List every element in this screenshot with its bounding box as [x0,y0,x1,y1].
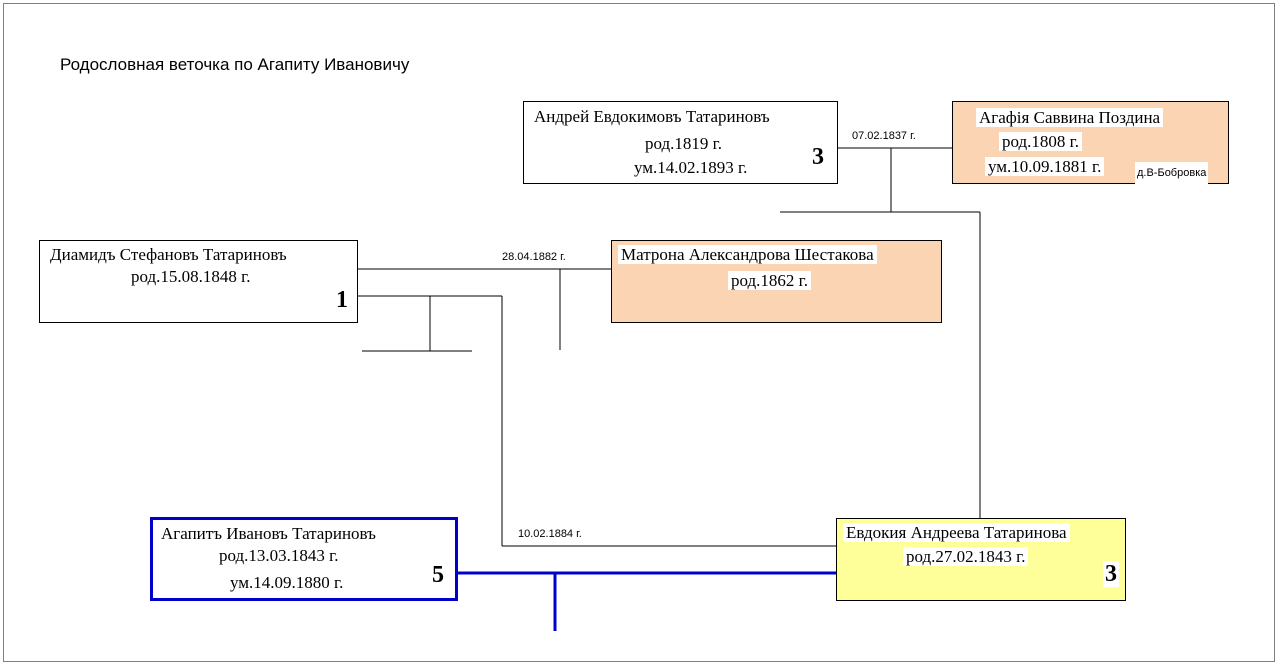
person-name: Агапитъ Ивановъ Татариновъ [161,524,376,543]
person-name: Диамидъ Стефановъ Татариновъ [50,245,287,264]
marriage-date-diamid-evdokia: 10.02.1884 г. [518,528,582,540]
person-birth: род.1862 г. [728,271,811,290]
person-box-agapit[interactable]: Агапитъ Ивановъ Татариновъ род.13.03.184… [150,517,458,601]
person-box-diamid[interactable]: Диамидъ Стефановъ Татариновъ род.15.08.1… [39,240,358,323]
person-box-evdokia[interactable]: Евдокия Андреева Татаринова род.27.02.18… [836,518,1126,601]
person-name: Агафія Саввина Поздина [976,108,1164,127]
person-death: ум.10.09.1881 г. [985,157,1105,176]
diagram-frame [3,3,1275,662]
person-box-agafia[interactable]: Агафія Саввина Поздина род.1808 г. ум.10… [952,101,1229,184]
person-box-matrona[interactable]: Матрона Александрова Шестакова род.1862 … [611,240,942,323]
person-box-andrey[interactable]: Андрей Евдокимовъ Татариновъ род.1819 г.… [523,101,838,184]
person-birth: род.13.03.1843 г. [219,546,339,565]
person-birth: род.15.08.1848 г. [131,267,251,286]
birth-place: д.В-Бобровка [1135,162,1209,184]
person-birth: род.1808 г. [999,132,1082,151]
diagram-title: Родословная веточка по Агапиту Ивановичу [60,55,410,74]
person-death: ум.14.09.1880 г. [230,573,344,592]
marriage-date-andrey-agafia: 07.02.1837 г. [852,130,916,142]
person-name: Евдокия Андреева Татаринова [843,523,1070,542]
person-birth: род.1819 г. [645,134,722,153]
person-birth: род.27.02.1843 г. [903,547,1029,566]
generation-number: 1 [336,287,348,313]
generation-number: 3 [1103,561,1119,587]
person-name: Андрей Евдокимовъ Татариновъ [534,107,770,126]
person-death: ум.14.02.1893 г. [634,158,748,177]
marriage-date-diamid-matrona: 28.04.1882 г. [502,251,566,263]
generation-number: 3 [812,144,824,170]
person-name: Матрона Александрова Шестакова [618,245,877,264]
generation-number: 5 [432,562,444,588]
